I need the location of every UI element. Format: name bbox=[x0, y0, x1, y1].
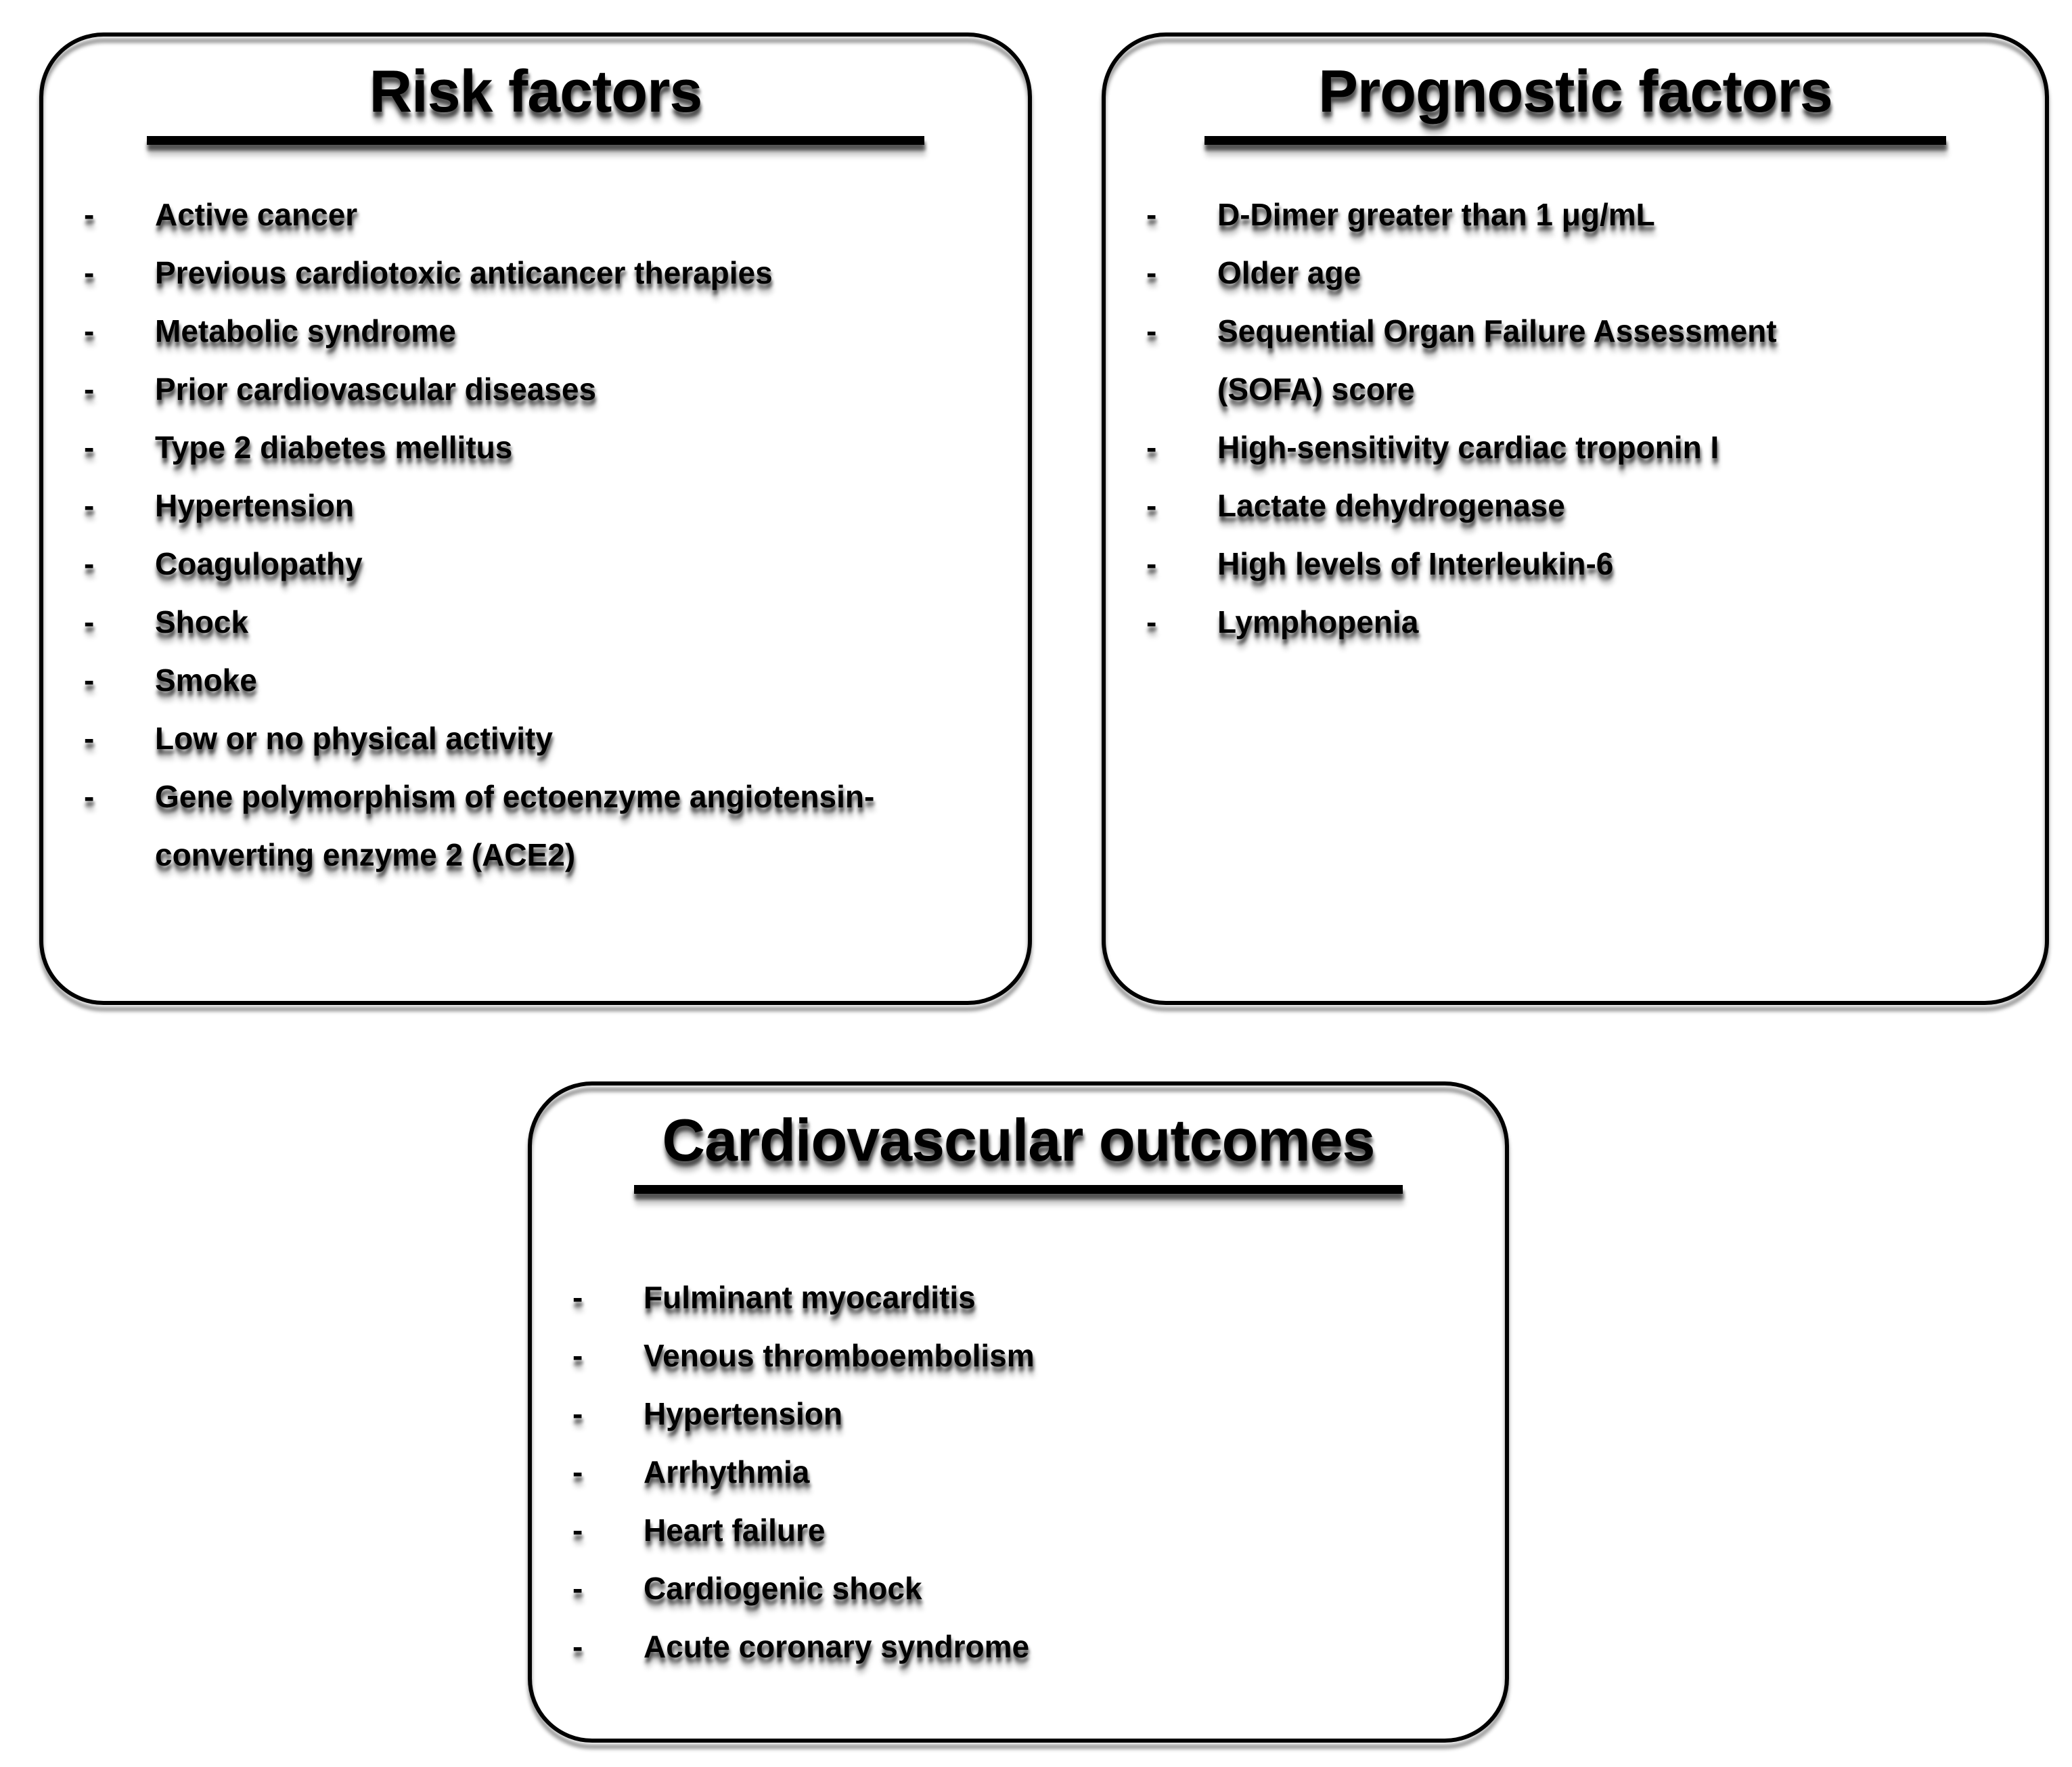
list-item-text: Type 2 diabetes mellitus bbox=[155, 430, 513, 466]
list-item: - Coagulopathy bbox=[84, 535, 1008, 593]
prognostic-factors-box: Prognostic factors - D-Dimer greater than… bbox=[1102, 32, 2049, 1005]
list-item: - Older age bbox=[1146, 244, 2025, 302]
dash-bullet: - bbox=[84, 255, 95, 291]
list-item: - Lactate dehydrogenase bbox=[1146, 476, 2025, 535]
list-item: - Type 2 diabetes mellitus bbox=[84, 418, 1008, 476]
prognostic-factors-title: Prognostic factors bbox=[1318, 58, 1832, 125]
dash-bullet: - bbox=[84, 546, 95, 582]
dash-bullet: - bbox=[1146, 546, 1157, 582]
list-item-text: Lymphopenia bbox=[1217, 604, 1419, 640]
dash-bullet: - bbox=[84, 779, 95, 815]
list-item-text: Active cancer bbox=[155, 197, 358, 233]
list-item-text: Cardiogenic shock bbox=[644, 1571, 922, 1607]
list-item: - Prior cardiovascular diseases bbox=[84, 360, 1008, 418]
cardiovascular-outcomes-list: - Fulminant myocarditis - Venous thromboem… bbox=[532, 1268, 1505, 1676]
list-item: - Heart failure bbox=[572, 1501, 1485, 1559]
dash-bullet: - bbox=[572, 1396, 583, 1432]
risk-factors-title: Risk factors bbox=[369, 58, 703, 125]
list-item: - Previous cardiotoxic anticancer therapi… bbox=[84, 244, 1008, 302]
dash-bullet: - bbox=[1146, 255, 1157, 291]
dash-bullet: - bbox=[572, 1513, 583, 1548]
list-item-text: Lactate dehydrogenase bbox=[1217, 488, 1565, 524]
dash-bullet: - bbox=[572, 1454, 583, 1490]
list-item-text: Arrhythmia bbox=[644, 1454, 810, 1490]
risk-factors-title-underline bbox=[146, 136, 925, 146]
dash-bullet: - bbox=[84, 721, 95, 757]
list-item: - Lymphopenia bbox=[1146, 593, 2025, 651]
list-item-text: Older age bbox=[1217, 255, 1361, 291]
list-item: - High levels of Interleukin-6 bbox=[1146, 535, 2025, 593]
list-item-text: Shock bbox=[155, 604, 249, 640]
list-item-text: Smoke bbox=[155, 663, 257, 698]
dash-bullet: - bbox=[84, 488, 95, 524]
list-item-text: Low or no physical activity bbox=[155, 721, 553, 757]
list-item-text: Acute coronary syndrome bbox=[644, 1629, 1030, 1665]
list-item-text: Heart failure bbox=[644, 1513, 826, 1548]
risk-factors-box: Risk factors - Active cancer - Previous ca… bbox=[39, 32, 1032, 1005]
dash-bullet: - bbox=[572, 1629, 583, 1665]
list-item-text: Hypertension bbox=[644, 1396, 842, 1432]
list-item: - Metabolic syndrome bbox=[84, 302, 1008, 360]
list-item: - Fulminant myocarditis bbox=[572, 1268, 1485, 1326]
cardiovascular-outcomes-title-underline bbox=[633, 1185, 1403, 1194]
dash-bullet: - bbox=[1146, 430, 1157, 466]
list-item: - Shock bbox=[84, 593, 1008, 651]
dash-bullet: - bbox=[84, 430, 95, 466]
list-item-text: High-sensitivity cardiac troponin I bbox=[1217, 430, 1719, 466]
list-item-text: High levels of Interleukin-6 bbox=[1217, 546, 1614, 582]
list-item: - Hypertension bbox=[84, 476, 1008, 535]
list-item-text: Sequential Organ Failure Assessment (SOF… bbox=[1217, 313, 1777, 407]
dash-bullet: - bbox=[1146, 197, 1157, 233]
list-item-text: Gene polymorphism of ectoenzyme angioten… bbox=[155, 779, 875, 873]
dash-bullet: - bbox=[572, 1280, 583, 1316]
list-item-text: Metabolic syndrome bbox=[155, 313, 456, 349]
list-item: - Acute coronary syndrome bbox=[572, 1617, 1485, 1676]
risk-factors-list: - Active cancer - Previous cardiotoxic ant… bbox=[43, 185, 1028, 884]
dash-bullet: - bbox=[1146, 313, 1157, 349]
list-item: - Cardiogenic shock bbox=[572, 1559, 1485, 1617]
dash-bullet: - bbox=[572, 1571, 583, 1607]
list-item-text: Venous thromboembolism bbox=[644, 1338, 1035, 1374]
list-item: - Venous thromboembolism bbox=[572, 1326, 1485, 1385]
list-item-text: Previous cardiotoxic anticancer therapie… bbox=[155, 255, 773, 291]
cardiovascular-outcomes-box: Cardiovascular outcomes - Fulminant myoca… bbox=[528, 1081, 1509, 1743]
list-item-text: Hypertension bbox=[155, 488, 354, 524]
prognostic-factors-title-underline bbox=[1204, 136, 1947, 146]
dash-bullet: - bbox=[84, 372, 95, 407]
list-item: - Low or no physical activity bbox=[84, 709, 1008, 767]
list-item: - Hypertension bbox=[572, 1385, 1485, 1443]
dash-bullet: - bbox=[84, 604, 95, 640]
prognostic-factors-list: - D-Dimer greater than 1 μg/mL - Older age… bbox=[1106, 185, 2045, 651]
list-item-text: D-Dimer greater than 1 μg/mL bbox=[1217, 197, 1655, 233]
list-item-text: Fulminant myocarditis bbox=[644, 1280, 976, 1316]
list-item: - Arrhythmia bbox=[572, 1443, 1485, 1501]
cardiovascular-outcomes-title: Cardiovascular outcomes bbox=[662, 1106, 1376, 1173]
dash-bullet: - bbox=[1146, 488, 1157, 524]
list-item: - High-sensitivity cardiac troponin I bbox=[1146, 418, 2025, 476]
list-item: - Gene polymorphism of ectoenzyme angiote… bbox=[84, 767, 1008, 884]
list-item: - Active cancer bbox=[84, 185, 1008, 244]
list-item: - Sequential Organ Failure Assessment (SO… bbox=[1146, 302, 2025, 418]
list-item: - D-Dimer greater than 1 μg/mL bbox=[1146, 185, 2025, 244]
list-item-text: Prior cardiovascular diseases bbox=[155, 372, 597, 407]
list-item: - Smoke bbox=[84, 651, 1008, 709]
dash-bullet: - bbox=[572, 1338, 583, 1374]
list-item-text: Coagulopathy bbox=[155, 546, 363, 582]
dash-bullet: - bbox=[1146, 604, 1157, 640]
dash-bullet: - bbox=[84, 197, 95, 233]
dash-bullet: - bbox=[84, 313, 95, 349]
dash-bullet: - bbox=[84, 663, 95, 698]
